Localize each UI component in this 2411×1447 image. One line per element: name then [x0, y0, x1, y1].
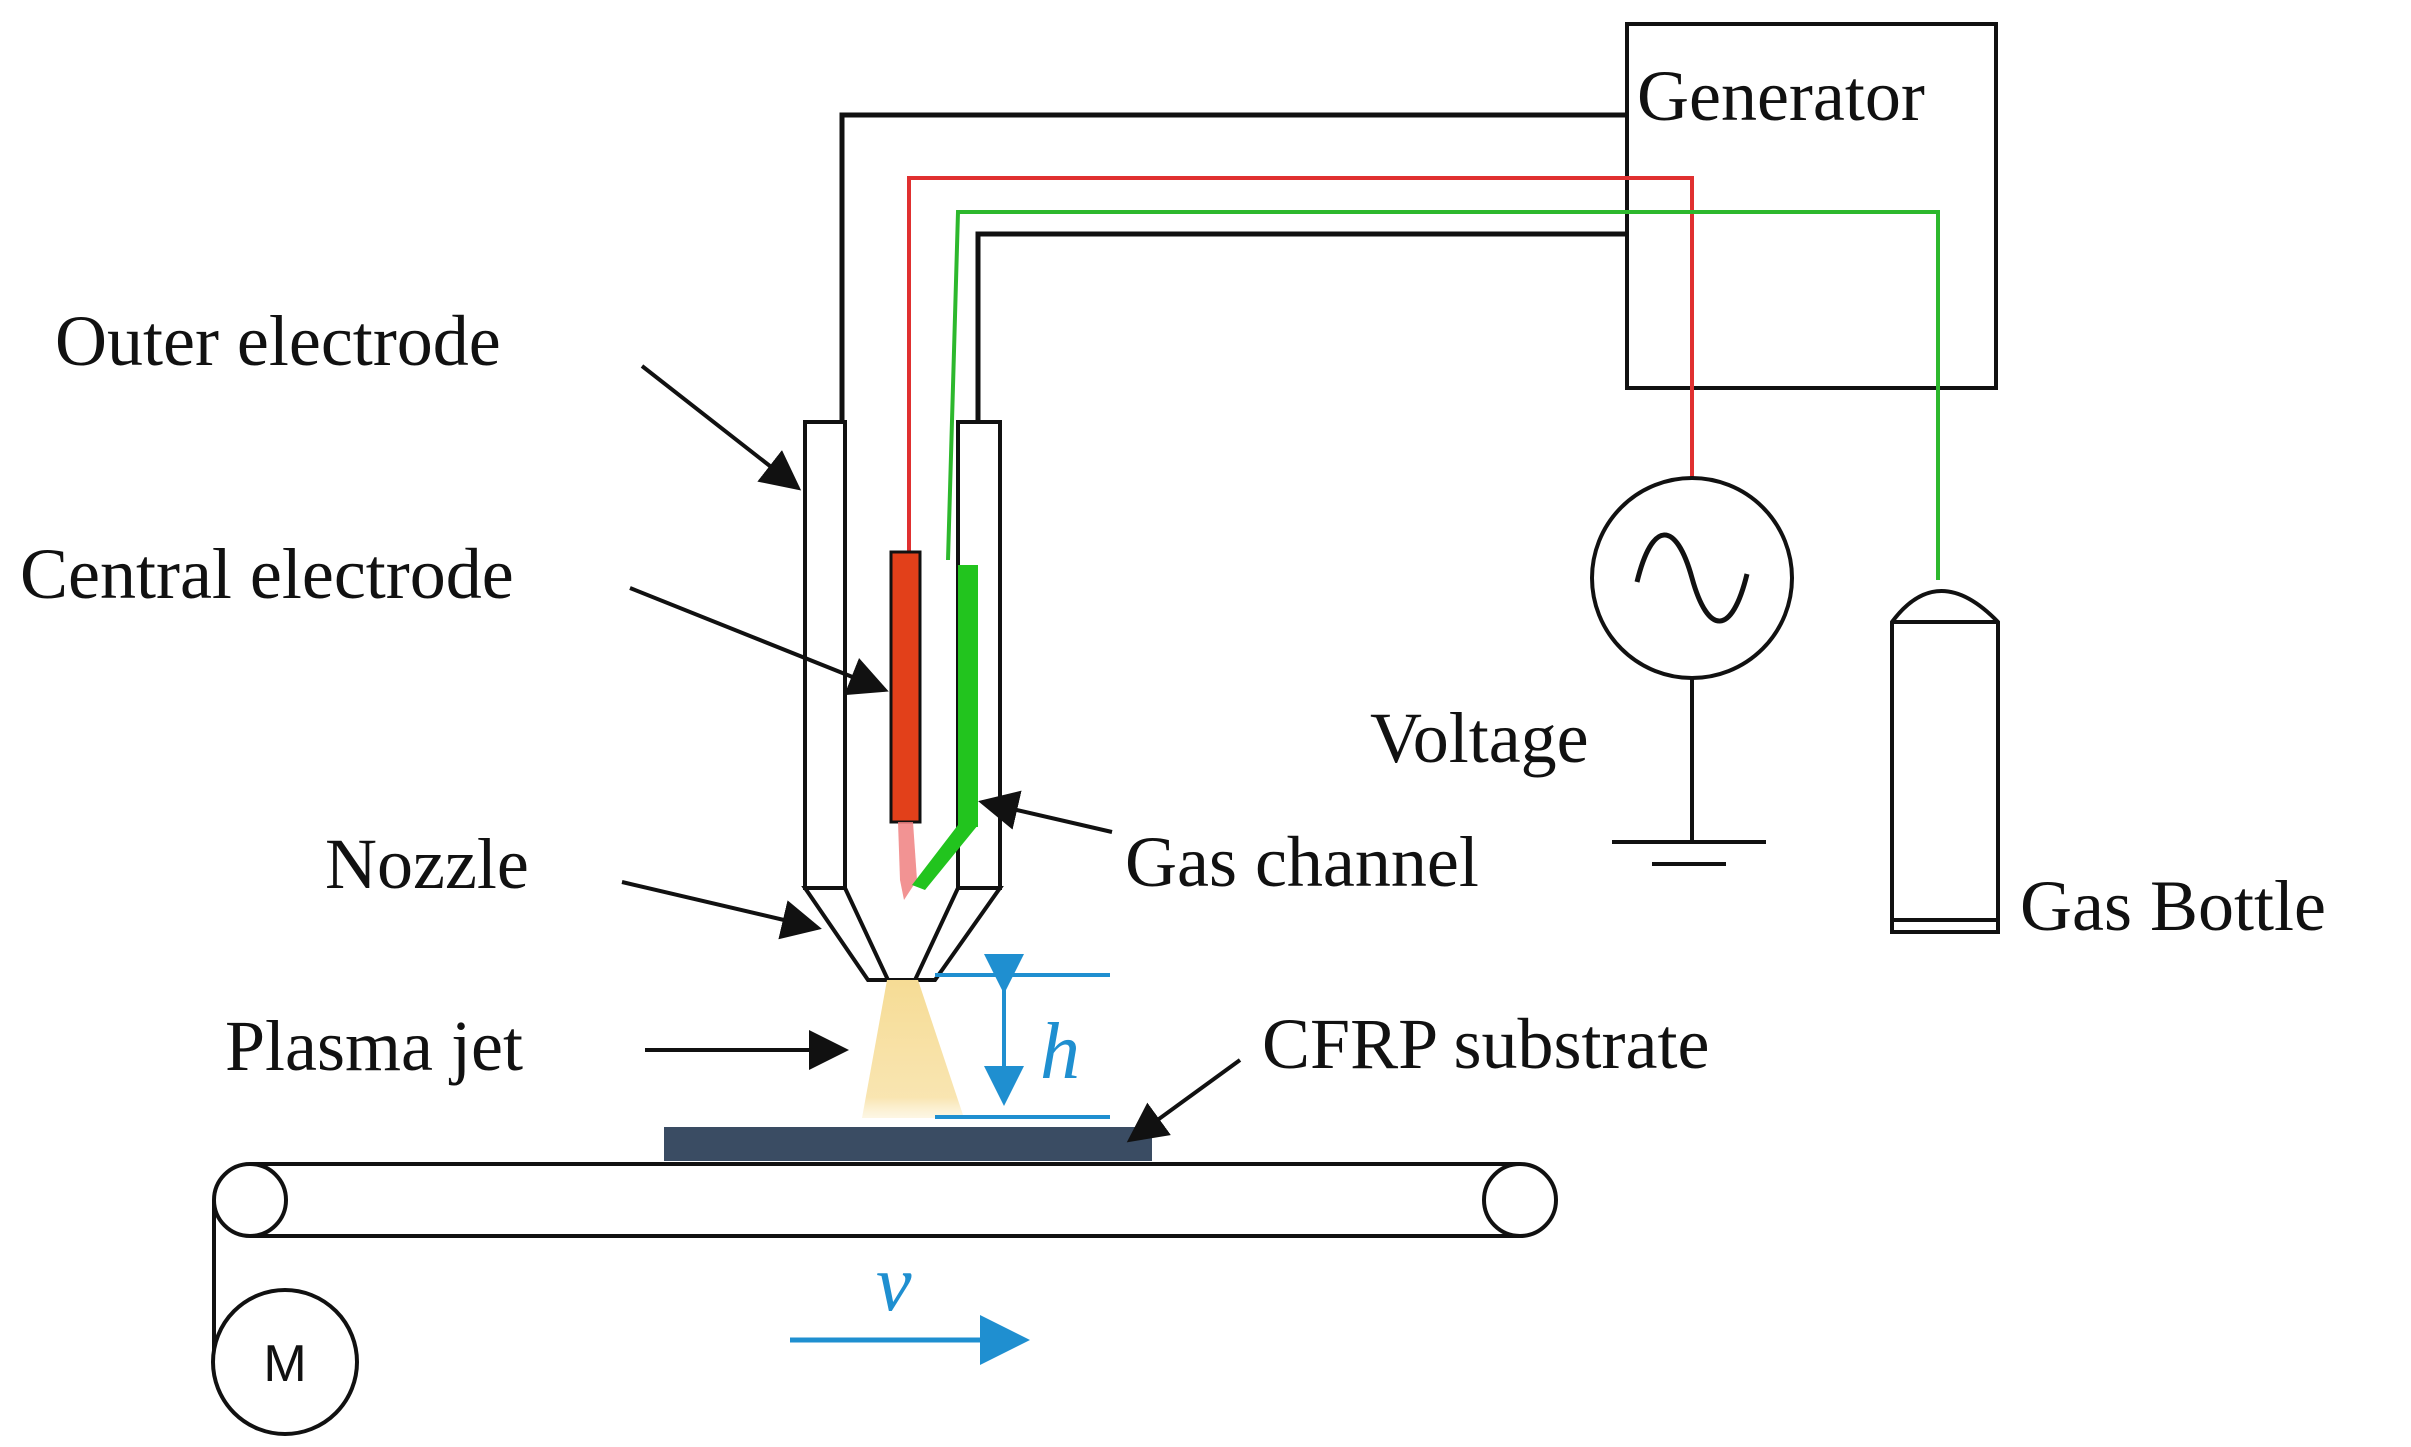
gas-bottle-icon — [1890, 589, 2000, 934]
gas-channel-pointer — [978, 790, 1113, 834]
conveyor-belt — [212, 1162, 1558, 1355]
central-electrode-pointer — [629, 586, 889, 696]
gas-bottle-label: Gas Bottle — [2020, 866, 2326, 946]
motor-icon: M — [211, 1288, 359, 1436]
generator: Generator — [1625, 22, 1998, 390]
cfrp-substrate — [664, 1127, 1152, 1161]
nozzle-pointer — [621, 880, 822, 940]
nozzle-right — [911, 886, 1004, 982]
central-electrode-tip — [898, 822, 917, 900]
cfrp-substrate-pointer — [1126, 1058, 1242, 1143]
gas-wire — [946, 210, 1940, 580]
gas-channel — [912, 565, 978, 890]
plasma-jet — [862, 980, 964, 1118]
velocity-label: v — [876, 1240, 912, 1328]
ac-source-icon — [1590, 476, 1794, 680]
outer-electrode-wire — [839, 112, 1627, 422]
motor-label: M — [263, 1335, 306, 1393]
generator-box — [1625, 22, 1998, 390]
cfrp-substrate-label: CFRP substrate — [1262, 1004, 1709, 1084]
central-electrode-label: Central electrode — [20, 534, 514, 614]
return-wire — [975, 231, 1627, 422]
height-dimension — [935, 954, 1110, 1119]
gas-channel-label: Gas channel — [1125, 822, 1479, 902]
outer-electrode-pointer — [640, 364, 802, 491]
hv-wire — [907, 176, 1694, 552]
ground-icon — [1612, 678, 1766, 866]
height-label: h — [1040, 1008, 1080, 1096]
outer-electrode-left-wall — [803, 420, 847, 890]
central-electrode — [889, 550, 922, 824]
left-roller — [212, 1162, 288, 1238]
right-roller — [1482, 1162, 1558, 1238]
plasma-jet-label: Plasma jet — [225, 1006, 523, 1086]
voltage-label: Voltage — [1370, 698, 1589, 778]
outer-electrode-label: Outer electrode — [55, 301, 501, 381]
nozzle-label: Nozzle — [325, 824, 529, 904]
nozzle-left — [801, 886, 892, 982]
generator-label: Generator — [1637, 56, 1925, 136]
wiring — [839, 112, 1940, 580]
